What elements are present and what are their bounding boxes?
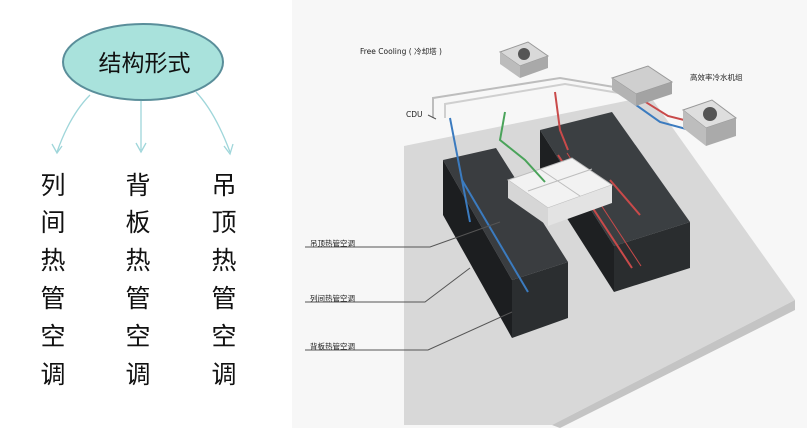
rack-row-front [443,148,568,338]
leader-lines [305,114,513,351]
column-3-char-4: 管 [211,284,237,313]
pipe-gray [432,76,621,118]
column-2-char-4: 管 [125,284,151,313]
pipe-red-rack [609,179,641,216]
leader-backboard [305,311,513,351]
arrow-right [195,91,231,153]
column-1-char-1: 列 [40,171,66,200]
column-2-char-1: 背 [125,171,151,200]
outdoor-unit [681,99,738,146]
leader-cdu [427,114,437,120]
label-ceiling-heatpipe: 吊顶热管空调 [310,239,355,248]
label-chiller: 高效率冷水机组 [690,73,743,82]
free-cooling-unit [498,41,550,78]
column-3-char-2: 顶 [211,208,237,237]
title-ellipse [62,23,224,101]
pipe-green [498,111,546,183]
arrow-right-head [223,143,234,156]
column-2-char-2: 板 [125,208,151,237]
floor-edge [552,300,795,428]
label-backboard-heatpipe: 背板热管空调 [310,342,355,351]
column-1-char-5: 空 [40,322,66,351]
pipe-blue [449,117,471,223]
column-2-char-5: 空 [125,322,151,351]
arrow-left-head [51,143,63,155]
column-3-char-6: 调 [211,360,237,389]
arrow-left [56,94,91,153]
leader-ceiling [305,221,501,248]
label-free-cooling: Free Cooling ( 冷却塔 ) [360,47,442,56]
column-1-char-2: 间 [40,208,66,237]
column-2-char-3: 热 [125,246,151,275]
pipe-red [554,91,569,151]
chiller-unit [610,65,674,106]
pipe-gray-2 [444,82,626,118]
title-label: 结构形式 [98,51,191,77]
column-1-char-3: 热 [40,246,66,275]
leader-row [305,267,471,303]
column-3-char-5: 空 [211,322,237,351]
arrow-middle-head [135,142,147,154]
arrows [51,91,234,156]
cdu-blocks [506,157,614,226]
column-3-char-1: 吊 [211,171,237,200]
column-1-char-6: 调 [40,360,66,389]
label-cdu: CDU [406,110,423,119]
column-3-char-3: 热 [211,246,237,275]
column-1-char-4: 管 [40,284,66,313]
column-2-char-6: 调 [125,360,151,389]
label-row-heatpipe: 列间热管空调 [310,294,355,303]
